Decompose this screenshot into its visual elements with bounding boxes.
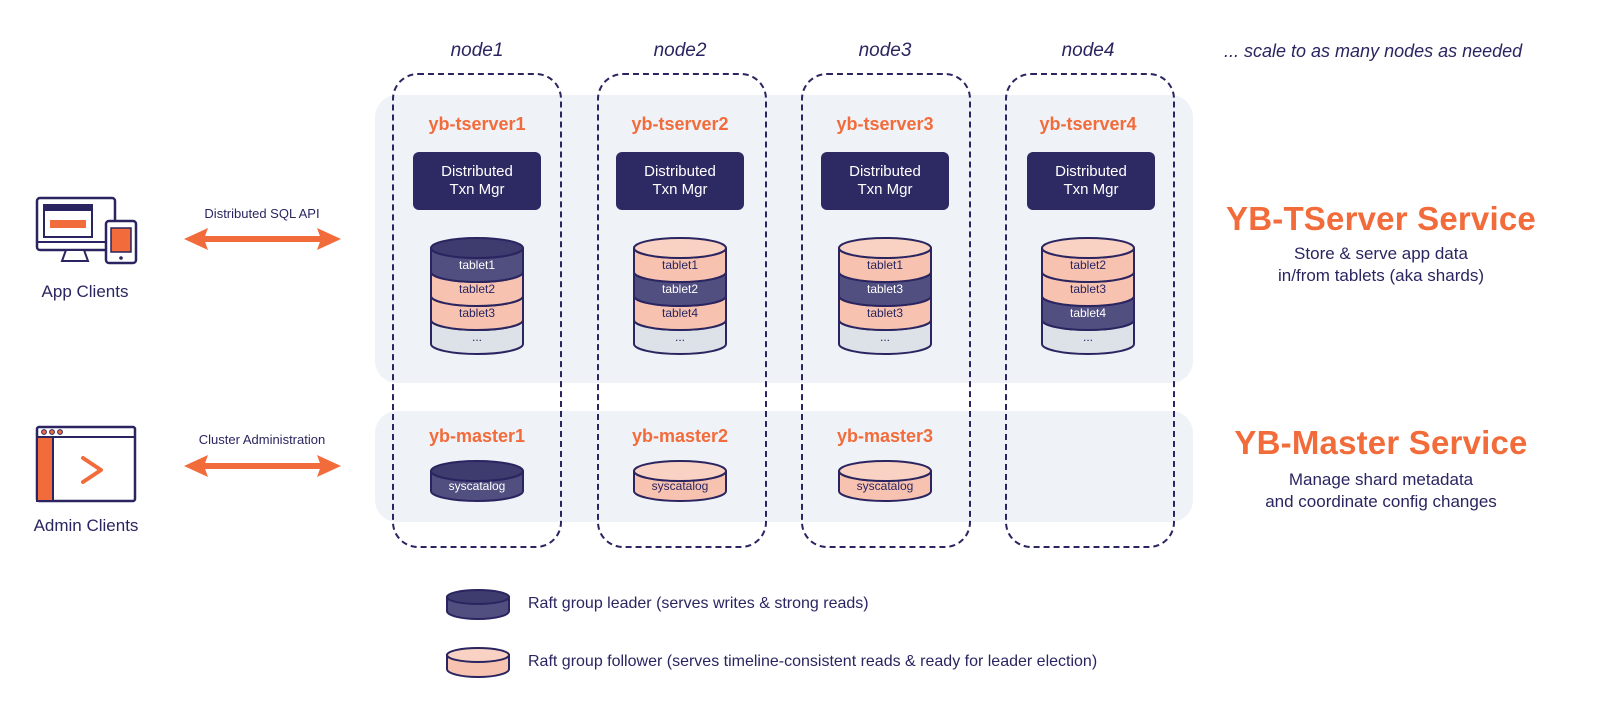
txn-mgr-node3: Distributed Txn Mgr [821, 152, 949, 210]
txn-mgr-line1: Distributed [644, 163, 716, 180]
cluster-admin-arrow [184, 455, 341, 477]
master-service-desc: Manage shard metadata and coordinate con… [1216, 469, 1546, 513]
tablet-segment-label: ... [675, 330, 685, 344]
legend-follower-text: Raft group follower (serves timeline-con… [528, 653, 1098, 670]
tserver2-title: yb-tserver2 [631, 114, 729, 134]
tablet-segment-label: tablet2 [662, 282, 698, 296]
sql-api-label: Distributed SQL API [204, 206, 320, 221]
txn-mgr-line2: Txn Mgr [449, 181, 505, 198]
tablet-segment-label: tablet3 [867, 282, 903, 296]
tablet-segment-label: tablet3 [867, 306, 903, 320]
tserver3-title: yb-tserver3 [836, 114, 934, 134]
tablet-segment-label: ... [880, 330, 890, 344]
txn-mgr-line1: Distributed [441, 163, 513, 180]
tablet-stack-top [430, 237, 524, 259]
tserver-service-line2: in/from tablets (aka shards) [1278, 266, 1484, 285]
sql-api-arrow [184, 228, 341, 250]
tablet-stack-node2: ... tablet4 tablet2 tablet1 [633, 237, 727, 355]
cluster-admin-label: Cluster Administration [198, 432, 326, 447]
node2-label: node2 [653, 40, 707, 61]
legend-follower-icon [446, 647, 510, 678]
master3-title: yb-master3 [836, 426, 934, 446]
node2-box [597, 73, 767, 548]
tablet-stack-top [838, 237, 932, 259]
tablet-segment-label: tablet2 [459, 282, 495, 296]
tablet-stack-top [633, 237, 727, 259]
tablet-segment-label: tablet4 [662, 306, 698, 320]
scale-note: ... scale to as many nodes as needed [1224, 41, 1523, 61]
node4-label: node4 [1061, 40, 1115, 61]
legend-leader-text: Raft group leader (serves writes & stron… [528, 595, 869, 612]
syscatalog-node2: syscatalog [633, 460, 727, 502]
txn-mgr-line1: Distributed [849, 163, 921, 180]
master-service-line1: Manage shard metadata [1288, 470, 1474, 489]
tserver-service-line1: Store & serve app data [1294, 244, 1468, 263]
syscatalog-label: syscatalog [857, 479, 914, 493]
master2-title: yb-master2 [631, 426, 729, 446]
tablet-stack-top [1041, 237, 1135, 259]
txn-mgr-node1: Distributed Txn Mgr [413, 152, 541, 210]
tablet-stack-node1: ... tablet3 tablet2 tablet1 [430, 237, 524, 355]
tablet-segment-label: tablet4 [1070, 306, 1106, 320]
syscatalog-label: syscatalog [449, 479, 506, 493]
tablet-segment-label: tablet1 [662, 258, 698, 272]
master-service-line2: and coordinate config changes [1265, 492, 1497, 511]
tablet-stack-node3: ... tablet3 tablet3 tablet1 [838, 237, 932, 355]
txn-mgr-line1: Distributed [1055, 163, 1127, 180]
admin-clients-label: Admin Clients [33, 516, 139, 535]
tablet-segment-label: ... [472, 330, 482, 344]
syscatalog-top [430, 460, 524, 482]
tablet-segment-label: tablet3 [459, 306, 495, 320]
tserver-service-title: YB-TServer Service [1226, 200, 1536, 237]
syscatalog-top [838, 460, 932, 482]
tablet-segment-label: ... [1083, 330, 1093, 344]
app-clients-label: App Clients [41, 282, 129, 301]
app-client-icon [35, 196, 138, 265]
syscatalog-label: syscatalog [652, 479, 709, 493]
txn-mgr-line2: Txn Mgr [857, 181, 913, 198]
master-service-title: YB-Master Service [1234, 424, 1528, 461]
master1-title: yb-master1 [428, 426, 526, 446]
tablet-segment-label: tablet1 [867, 258, 903, 272]
txn-mgr-line2: Txn Mgr [1063, 181, 1119, 198]
txn-mgr-node2: Distributed Txn Mgr [616, 152, 744, 210]
node4-box [1005, 73, 1175, 548]
tablet-segment-label: tablet1 [459, 258, 495, 272]
node3-label: node3 [858, 40, 912, 61]
syscatalog-node1: syscatalog [430, 460, 524, 502]
tserver4-title: yb-tserver4 [1039, 114, 1137, 134]
tablet-stack-node4: ... tablet4 tablet3 tablet2 [1041, 237, 1135, 355]
tserver-service-desc: Store & serve app data in/from tablets (… [1216, 243, 1546, 287]
tserver1-title: yb-tserver1 [428, 114, 526, 134]
tablet-segment-label: tablet2 [1070, 258, 1106, 272]
node1-box [392, 73, 562, 548]
admin-client-icon [35, 425, 137, 503]
syscatalog-top [633, 460, 727, 482]
tablet-segment-label: tablet3 [1070, 282, 1106, 296]
legend-leader-icon [446, 589, 510, 620]
node1-label: node1 [450, 40, 504, 61]
syscatalog-node3: syscatalog [838, 460, 932, 502]
txn-mgr-node4: Distributed Txn Mgr [1027, 152, 1155, 210]
node3-box [801, 73, 971, 548]
txn-mgr-line2: Txn Mgr [652, 181, 708, 198]
